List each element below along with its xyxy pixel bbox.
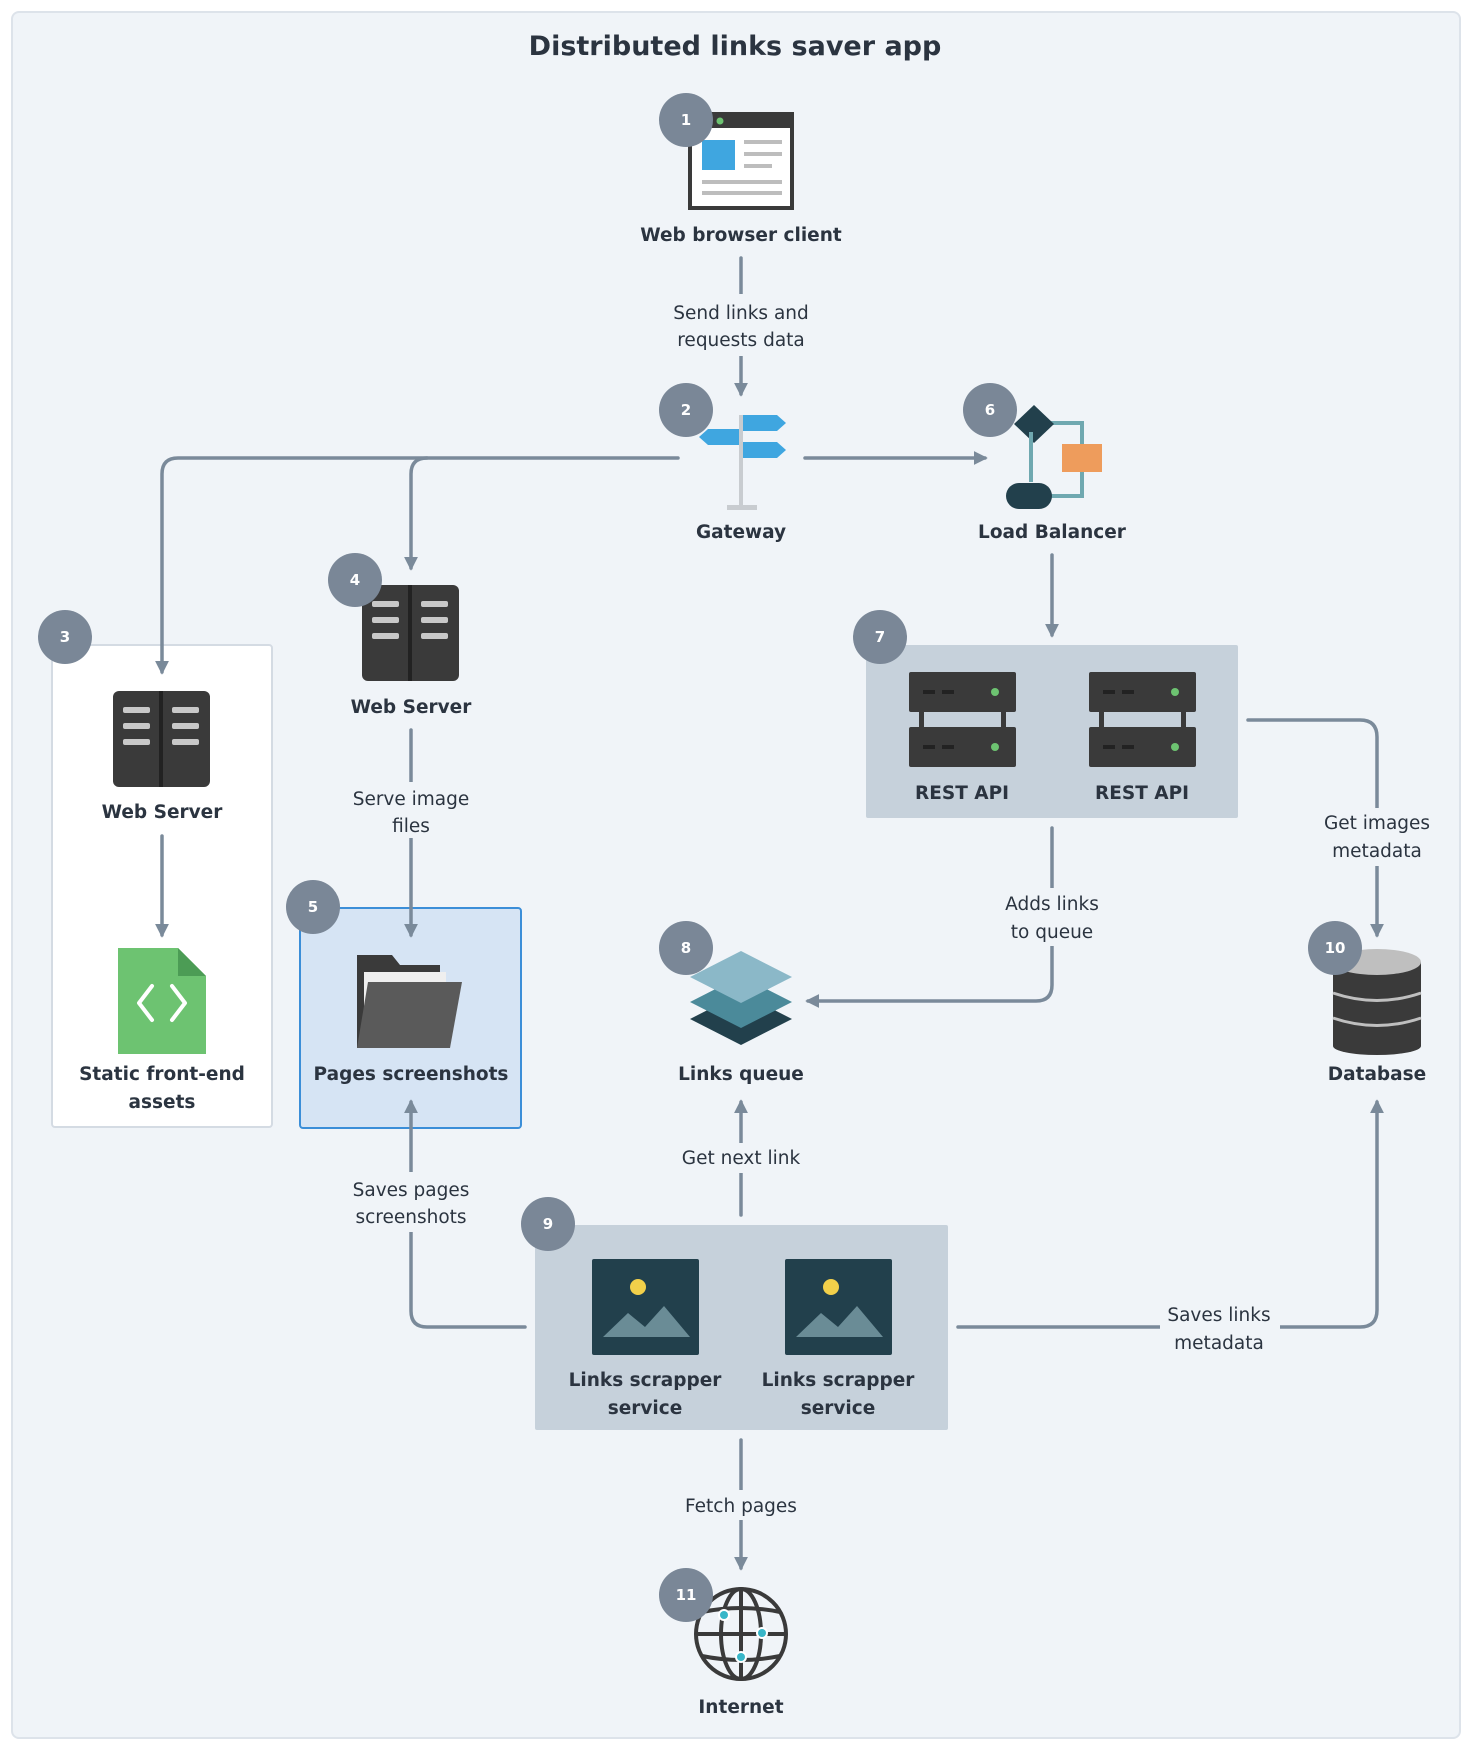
svg-text:1: 1 — [681, 111, 691, 129]
node-label-static-assets-1: Static front-end — [79, 1064, 245, 1085]
edge-restapi-queue — [805, 826, 1054, 1008]
badge-3: 3 — [38, 610, 92, 664]
code-file-icon — [118, 948, 206, 1054]
edge-label-scrapper-queue: Get next link — [682, 1148, 801, 1169]
node-label-load-balancer: Load Balancer — [978, 522, 1127, 543]
svg-text:3: 3 — [60, 628, 70, 646]
svg-text:6: 6 — [985, 401, 995, 419]
edge-label-webserver-screenshots-1: Serve image — [353, 789, 470, 810]
edge-label-restapi-database-1: Get images — [1324, 813, 1430, 834]
badge-11: 11 — [659, 1568, 713, 1622]
badge-10: 10 — [1308, 921, 1362, 975]
folder-icon — [357, 955, 462, 1048]
node-label-rest-api-2: REST API — [1095, 783, 1189, 804]
layers-icon — [690, 951, 792, 1045]
browser-window-icon — [688, 112, 794, 210]
edge-label-client-gateway-1: Send links and — [673, 303, 809, 324]
edge-label-restapi-queue-2: to queue — [1011, 922, 1093, 943]
badge-1: 1 — [659, 93, 713, 147]
svg-text:8: 8 — [681, 939, 691, 957]
badge-8: 8 — [659, 921, 713, 975]
node-label-links-queue: Links queue — [678, 1064, 804, 1085]
node-label-static-assets-2: assets — [129, 1092, 196, 1113]
node-label-pages-screenshots: Pages screenshots — [314, 1064, 509, 1085]
badge-5: 5 — [286, 880, 340, 934]
signpost-icon — [699, 415, 786, 510]
globe-icon — [694, 1587, 788, 1681]
edge-gateway-webserver-b — [404, 456, 429, 571]
badge-2: 2 — [659, 383, 713, 437]
edge-label-scrapper-database-1: Saves links — [1167, 1305, 1270, 1326]
image-icon — [785, 1259, 892, 1355]
badge-9: 9 — [521, 1197, 575, 1251]
node-label-web-server-a: Web Server — [102, 802, 224, 823]
svg-text:10: 10 — [1325, 939, 1346, 957]
svg-text:7: 7 — [875, 628, 885, 646]
node-label-web-browser-client: Web browser client — [640, 225, 842, 246]
svg-text:5: 5 — [308, 898, 318, 916]
svg-text:4: 4 — [350, 571, 360, 589]
badge-7: 7 — [853, 610, 907, 664]
image-icon — [592, 1259, 699, 1355]
node-label-internet: Internet — [698, 1697, 783, 1718]
server-rack-icon — [1089, 672, 1196, 767]
edge-label-scrapper-screenshots-2: screenshots — [355, 1207, 466, 1228]
svg-text:9: 9 — [543, 1215, 553, 1233]
server-rack-icon — [909, 672, 1016, 767]
edge-label-client-gateway-2: requests data — [677, 330, 805, 351]
edge-scrapper-database — [956, 1099, 1384, 1329]
flowchart-icon — [1006, 405, 1102, 509]
badge-6: 6 — [963, 383, 1017, 437]
edge-scrapper-screenshots — [404, 1099, 527, 1329]
node-label-scrapper-1-line2: service — [608, 1398, 683, 1419]
edge-label-scrapper-internet: Fetch pages — [685, 1496, 797, 1517]
edge-label-restapi-database-2: metadata — [1332, 841, 1422, 862]
edge-restapi-database — [1246, 718, 1384, 938]
node-label-scrapper-2-line1: Links scrapper — [762, 1370, 916, 1391]
badge-4: 4 — [328, 553, 382, 607]
node-label-scrapper-2-line2: service — [801, 1398, 876, 1419]
svg-text:2: 2 — [681, 401, 691, 419]
edge-label-scrapper-database-2: metadata — [1174, 1333, 1264, 1354]
edge-label-restapi-queue-1: Adds links — [1005, 894, 1099, 915]
node-label-database: Database — [1328, 1064, 1426, 1085]
svg-text:11: 11 — [676, 1586, 697, 1604]
node-label-scrapper-1-line1: Links scrapper — [569, 1370, 723, 1391]
edge-gateway-webserver-a — [155, 456, 680, 675]
node-label-gateway: Gateway — [696, 522, 786, 543]
node-label-rest-api-1: REST API — [915, 783, 1009, 804]
server-cabinet-icon — [362, 585, 459, 681]
server-cabinet-icon — [113, 691, 210, 787]
edge-label-webserver-screenshots-2: files — [392, 816, 430, 837]
edge-label-scrapper-screenshots-1: Saves pages — [353, 1180, 470, 1201]
diagram-title: Distributed links saver app — [529, 31, 942, 62]
node-label-web-server-b: Web Server — [351, 697, 473, 718]
